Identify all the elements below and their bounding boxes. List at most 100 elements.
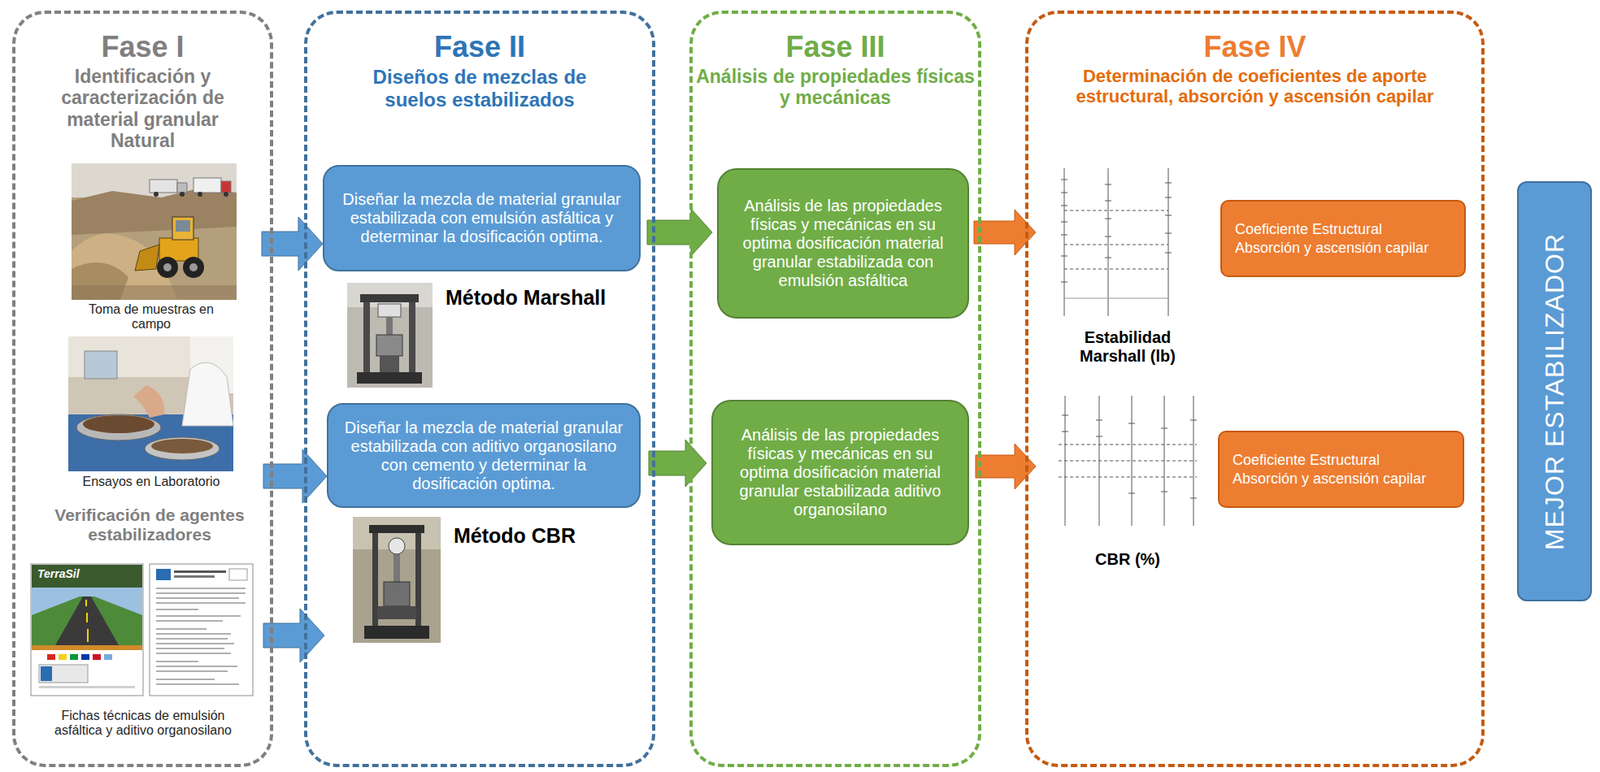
cbr-press-photo [369,525,425,534]
lab-photo [151,439,214,454]
datasheet-cover [55,596,119,646]
marshall-press-photo [347,282,433,388]
datasheet-cover [40,666,53,682]
field-photo [71,285,237,300]
box-text: Análisis de las propiedades físicas y me… [728,196,958,291]
datasheet-cover [30,564,144,696]
phase-title: Fase III [713,30,958,64]
datasheet-cover [31,565,143,588]
marshall-press-photo [378,304,401,318]
datasheet-cover [47,654,56,661]
phase-title: Fase IV [1133,30,1378,64]
field-photo [197,191,203,197]
cbr-press-photo [352,517,441,644]
lab-photo [84,351,118,379]
field-photo [156,256,179,279]
lab-photo [76,414,161,441]
cbr-press-photo [393,554,400,583]
datasheet-cover [30,564,144,696]
field-photo [223,191,229,197]
field-photo [221,181,231,193]
field-photo [71,163,237,300]
method-label: Método Marshall [445,286,606,310]
marshall-nomograph [1060,168,1172,317]
process-box: Diseñar la mezcla de material granular e… [326,403,641,509]
box-text: Coeficiente Estructural [1234,220,1383,240]
cbr-nomograph [1058,395,1197,527]
field-photo [153,191,159,197]
phase-title: Fase II [357,30,602,64]
box-text: Diseñar la mezcla de material granular e… [338,418,630,494]
marshall-press-photo [408,297,416,379]
box-text: Diseñar la mezcla de material granular e… [334,190,630,247]
block-arrow [647,208,713,257]
datasheet-cover [31,596,143,646]
lab-photo [68,336,234,472]
datasheet-cover [69,654,79,661]
result-box: Coeficiente EstructuralAbsorción y ascen… [1217,430,1465,509]
datasheet-cover [39,665,88,683]
datasheet-page [156,569,171,581]
cbr-nomograph [1061,415,1197,499]
field-photo [189,263,198,272]
marshall-nomograph [1064,298,1169,300]
cbr-press-photo [415,528,422,627]
field-photo [134,244,160,271]
phase-subtitle: Identificación y caracterización de mate… [33,65,253,153]
lab-photo [133,385,165,418]
datasheet-cover [81,654,90,661]
field-photo [179,191,185,197]
cbr-press-photo [372,528,379,627]
photo-caption: Ensayos en Laboratorio [61,474,241,490]
cbr-press-photo [377,606,417,620]
phase-subtitle: Análisis de propiedades físicas y mecáni… [695,65,976,109]
method-label: Método CBR [453,524,576,548]
analysis-box: Análisis de las propiedades físicas y me… [711,400,970,546]
phase-subtitle: Determinación de coeficientes de aporte … [1035,65,1475,108]
field-photo [71,163,237,198]
cbr-press-photo [352,517,441,644]
datasheet-page [156,588,246,685]
section-heading: Verificación de agentes estabilizadores [29,505,270,545]
lab-photo [68,336,234,472]
field-photo [172,217,194,240]
result-box: Coeficiente EstructuralAbsorción y ascen… [1220,200,1466,278]
marshall-press-photo [386,317,393,335]
cbr-nomograph [1058,444,1197,478]
marshall-nomograph [1060,179,1172,283]
cbr-press-photo [383,582,410,607]
datasheet-page [173,575,215,579]
cbr-press-photo [364,626,430,640]
marshall-press-photo [376,334,403,357]
field-photo [71,187,237,235]
box-text: Coeficiente Estructural [1232,451,1380,470]
datasheet-page [149,564,253,696]
photo-caption: Fichas técnicas de emulsión asfáltica y … [45,708,241,740]
lab-photo [144,437,220,461]
phase-panel: Análisis de las propiedades físicas y me… [689,10,982,768]
marshall-press-photo [347,282,433,388]
phase-panel: Coeficiente EstructuralAbsorción y ascen… [1025,10,1485,768]
field-photo [163,263,172,272]
box-text: Absorción y ascensión capilar [1232,469,1427,489]
field-photo [177,182,187,193]
datasheet-cover [86,600,88,643]
process-box: Diseñar la mezcla de material granular e… [322,165,641,272]
phase-title: Fase I [21,30,266,64]
field-photo [71,163,237,300]
datasheet-page [173,570,227,574]
photo-caption: Toma de muestras en campo [78,302,225,333]
datasheet-cover [31,645,143,651]
field-photo [149,179,178,193]
field-photo [193,178,222,193]
conclusion-bar: MEJOR ESTABILIZADOR [1517,181,1592,602]
marshall-press-photo [379,356,400,373]
marshall-nomograph [1064,210,1169,270]
datasheet-cover [92,654,101,661]
datasheet-cover [58,654,67,661]
brand-text: TerraSil [37,567,80,581]
datasheet-page [229,569,248,581]
